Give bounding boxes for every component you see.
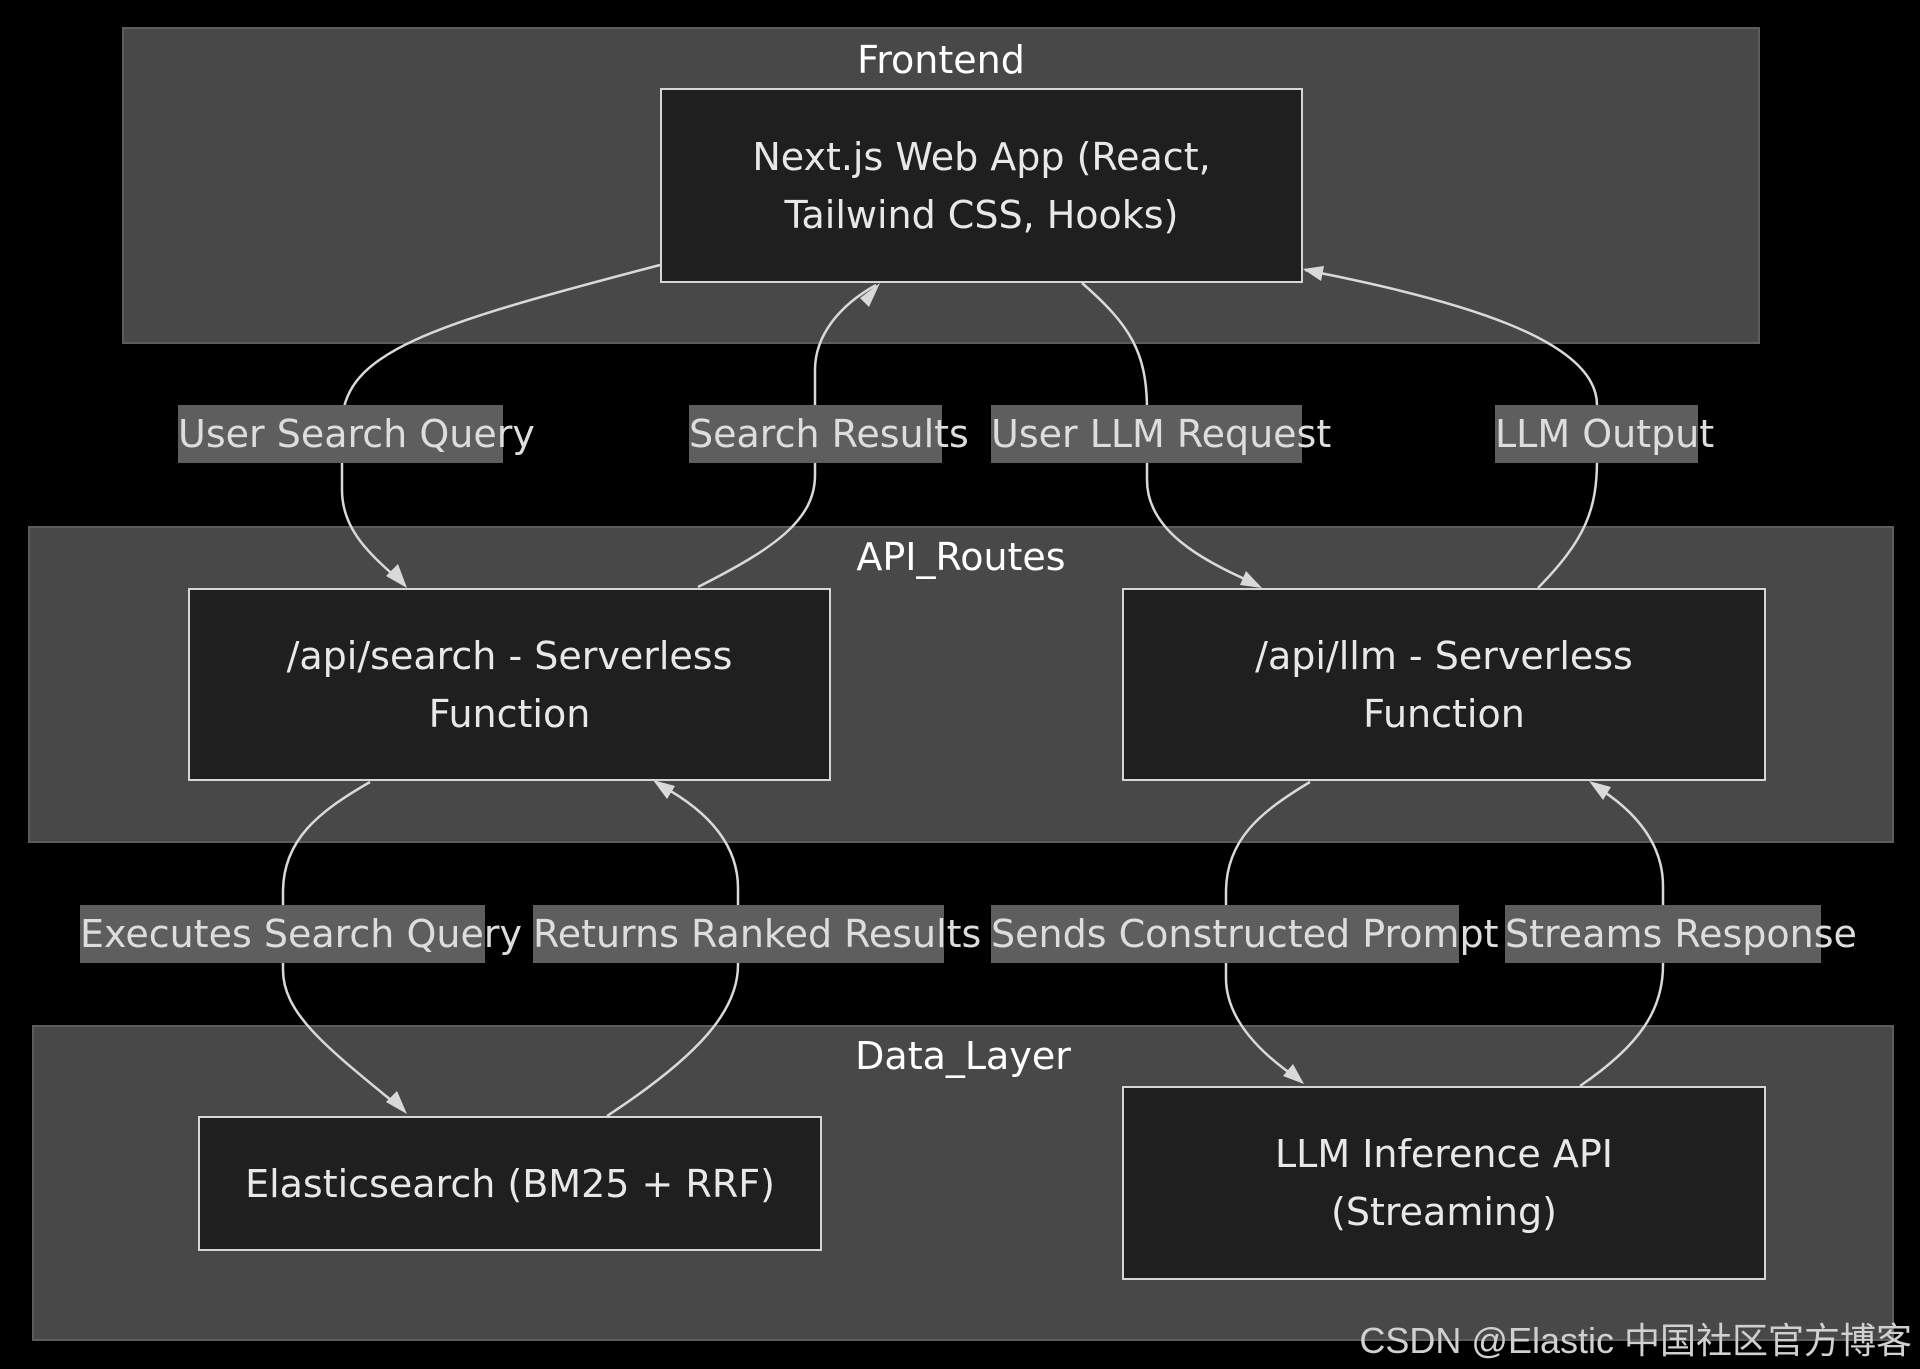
watermark-text: CSDN @Elastic 中国社区官方博客 [1359, 1320, 1912, 1361]
edge-label-search-results: Search Results [689, 405, 969, 463]
edge-label-llm-output: LLM Output [1495, 405, 1714, 463]
node-api-llm: /api/llm - Serverless Function [1122, 588, 1766, 781]
edge-label-sends-constructed-prompt: Sends Constructed Prompt [991, 905, 1499, 963]
node-llm-inference: LLM Inference API (Streaming) [1122, 1086, 1766, 1280]
node-web-app: Next.js Web App (React, Tailwind CSS, Ho… [660, 88, 1303, 283]
cluster-title-data-layer: Data_Layer [855, 1034, 1071, 1078]
edge-label-executes-search-query: Executes Search Query [80, 905, 522, 963]
edge-label-streams-response: Streams Response [1505, 905, 1857, 963]
node-elasticsearch: Elasticsearch (BM25 + RRF) [198, 1116, 822, 1251]
edge-label-user-search-query: User Search Query [178, 405, 535, 463]
cluster-title-api-routes: API_Routes [856, 535, 1066, 579]
cluster-title-frontend: Frontend [857, 38, 1025, 82]
node-api-search: /api/search - Serverless Function [188, 588, 831, 781]
edge-label-user-llm-request: User LLM Request [991, 405, 1331, 463]
edge-label-returns-ranked-results: Returns Ranked Results [533, 905, 981, 963]
